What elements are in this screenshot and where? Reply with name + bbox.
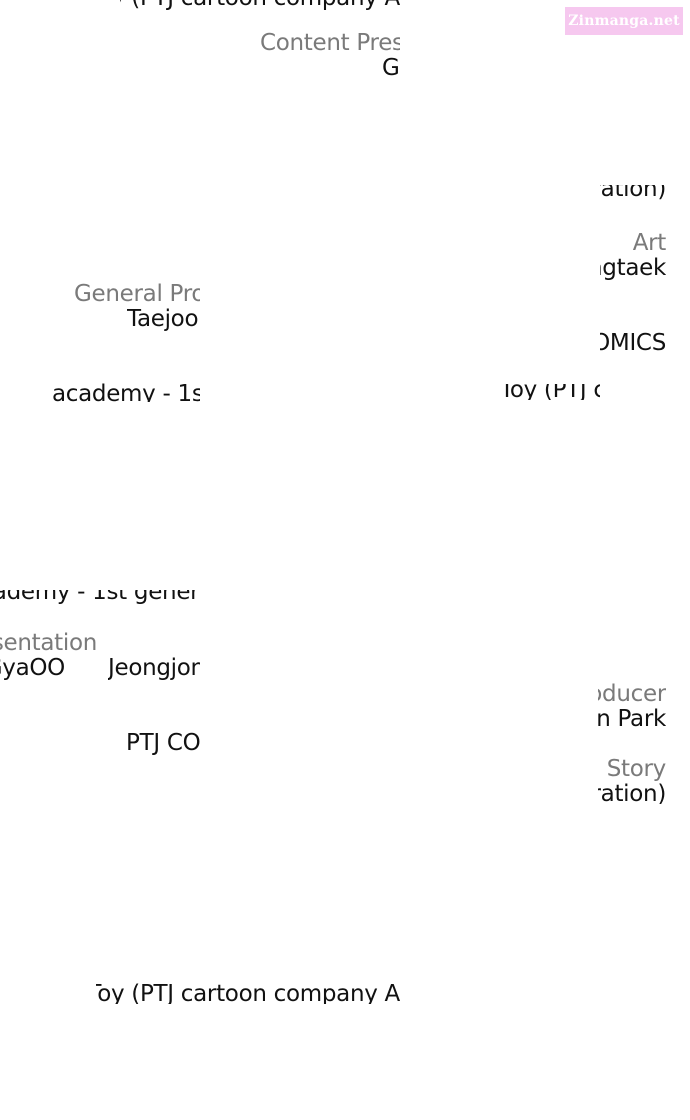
credit-line-story-text: (2nd generation)	[598, 781, 666, 804]
credit-role-top-text: Content Presentation	[260, 30, 400, 56]
credit-role-general-producer-lower-text: General Producer	[598, 681, 666, 707]
credit-role-art: Art	[600, 229, 666, 263]
credit-line-story: (2nd generation)	[598, 780, 666, 804]
watermark-logo: Zinmanga.net	[565, 7, 683, 35]
credit-company-lower: PTJ COMICS	[126, 729, 200, 763]
credit-role-top: Content Presentation	[260, 29, 400, 63]
credit-company-top-text: Toy (PTJ cartoon company A	[120, 0, 400, 12]
credit-company-lower-text: PTJ COMICS	[126, 730, 200, 756]
credit-company-right: PTJ COMICS	[600, 329, 666, 363]
credit-role-general-producer-text: General Producer	[74, 281, 200, 307]
credit-name-lower-1: GyaOO	[0, 654, 65, 688]
credit-name-general-producer-text: Taejoon Park	[127, 306, 200, 332]
credit-name-general-producer-lower: Taejoon Park	[598, 705, 666, 739]
credit-role-general-producer-lower: General Producer	[598, 680, 666, 714]
credit-name-lower-2-text: Jeongjong	[108, 655, 200, 681]
credit-name-general-producer: Taejoon Park	[127, 305, 200, 339]
credit-role-story: Story	[598, 755, 666, 789]
credit-name-art: Jeongtaek	[600, 254, 666, 288]
credit-name-art-text: Jeongtaek	[600, 255, 666, 281]
credit-company-right-text: PTJ COMICS	[600, 330, 666, 356]
credit-line-academy-lower-text: academy - 1st generation	[0, 590, 200, 605]
credit-company-bottom-text: Toy (PTJ cartoon company A	[96, 981, 400, 1004]
credit-line-right-1-text: (2nd generation)	[600, 185, 666, 202]
credit-line-academy-text: academy - 1st generation)	[51, 381, 200, 402]
credit-line-right-cut-text: Toy (PTJ c	[500, 384, 600, 400]
credit-name-general-producer-lower-text: Taejoon Park	[598, 706, 666, 732]
credit-role-general-producer: General Producer	[74, 280, 200, 314]
credit-line-right-cut: Toy (PTJ c	[500, 384, 600, 400]
credit-line-academy-lower: academy - 1st generation	[0, 590, 200, 606]
credit-role-content-lower-text: Content Presentation	[0, 630, 97, 656]
credit-name-top: GyaOO	[382, 54, 400, 88]
credit-name-lower-1-text: GyaOO	[0, 655, 65, 681]
credit-company-top: Toy (PTJ cartoon company A	[120, 0, 400, 18]
credit-line-academy: academy - 1st generation)	[0, 380, 200, 402]
credit-line-right-1: (2nd generation)	[600, 185, 666, 205]
credit-role-art-text: Art	[632, 230, 666, 256]
credit-role-story-text: Story	[606, 756, 666, 782]
credit-company-bottom: Toy (PTJ cartoon company A	[96, 980, 400, 1004]
credit-name-top-text: GyaOO	[382, 55, 400, 81]
credit-name-lower-2: Jeongjong	[108, 654, 200, 688]
credit-role-content-lower: Content Presentation	[0, 629, 97, 663]
